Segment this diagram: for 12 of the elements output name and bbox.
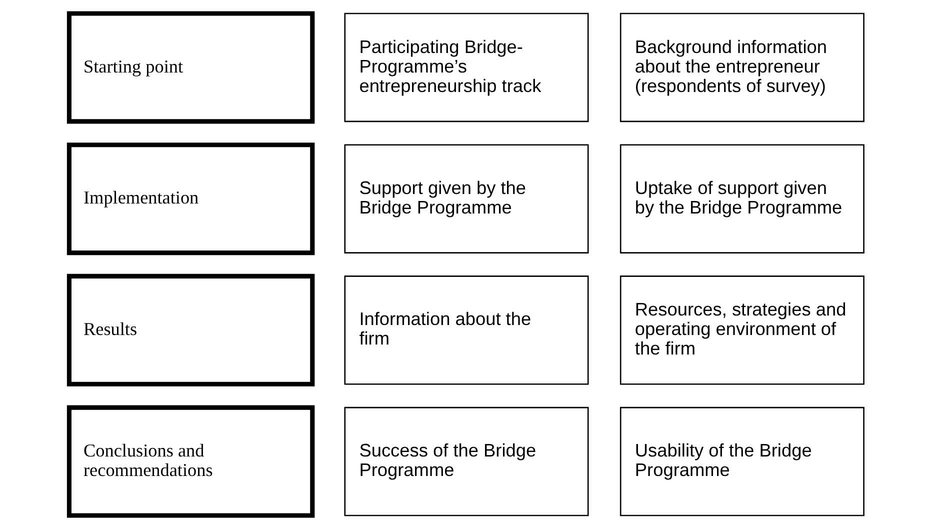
node-box: Conclusions and recommendations (66, 405, 315, 518)
node-box: Implementation (66, 142, 315, 256)
node-box: Resources, strategies and operating environment of the firm (620, 276, 864, 385)
node-box: Success of the Bridge Programme (344, 406, 589, 516)
node-box: Participating Bridge-Programme’s entrepreneurship track (344, 12, 589, 122)
node-box: Uptake of support given by the Bridge Programme (620, 144, 864, 254)
node-box: Usability of the Bridge Programme (620, 406, 864, 516)
node-box: Starting point (66, 11, 315, 124)
node-box: Support given by the Bridge Programme (344, 144, 589, 254)
node-box: Results (66, 274, 315, 386)
node-box: Information about the firm (344, 276, 589, 385)
node-box: Background information about the entrepreneur (respondents of survey) (620, 12, 864, 122)
